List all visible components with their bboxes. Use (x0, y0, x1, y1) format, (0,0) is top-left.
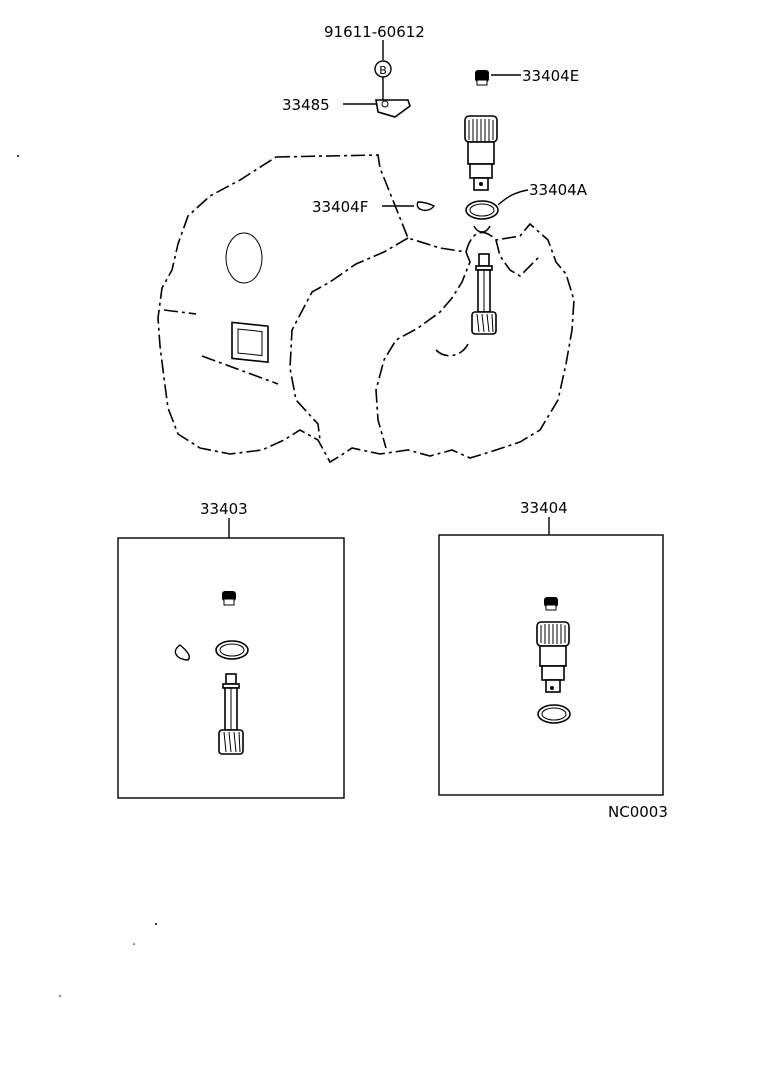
transaxle-housing (157, 154, 575, 464)
oring-inner (469, 203, 495, 217)
label-kit-right: 33404 (520, 499, 568, 517)
bolt-marker-letter: B (379, 64, 387, 77)
scan-specks (17, 155, 157, 997)
kit-left-oring-inner (219, 643, 245, 657)
label-plate: 33485 (282, 96, 330, 114)
label-plug: 33404E (522, 67, 579, 85)
kit-right-sleeve (536, 621, 570, 693)
plate-part (375, 99, 411, 118)
driven-gear-sleeve (464, 115, 498, 191)
kit-right-plug (544, 597, 558, 611)
label-clip: 33404F (312, 198, 368, 216)
label-kit-left: 33403 (200, 500, 248, 518)
kit-left-plug (222, 591, 236, 606)
kit-left-box (117, 537, 345, 799)
plug-part (475, 70, 489, 86)
bolt-marker: B (374, 60, 392, 78)
kit-right-box (438, 534, 664, 796)
housing-bore (473, 225, 491, 233)
label-bolt: 91611-60612 (324, 23, 425, 41)
clip-part (416, 201, 436, 212)
leader-oring (497, 189, 529, 206)
kit-left-shaft (218, 673, 244, 755)
kit-left-clip (174, 644, 190, 661)
diagram-code: NC0003 (608, 803, 668, 821)
drive-gear-shaft (471, 253, 497, 335)
label-oring: 33404A (529, 181, 588, 199)
kit-right-oring-inner (541, 707, 567, 721)
